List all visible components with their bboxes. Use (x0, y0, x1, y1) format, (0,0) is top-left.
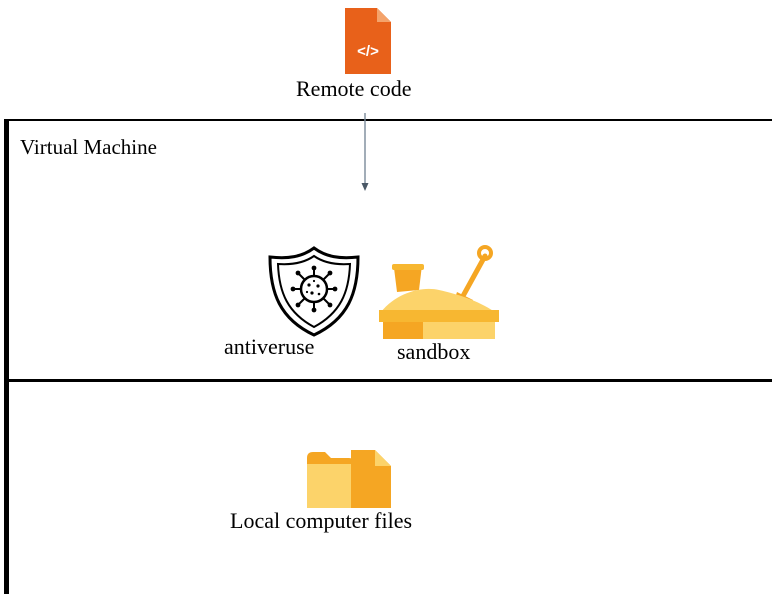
sandbox-label: sandbox (397, 339, 471, 364)
antivirus-label: antiveruse (224, 334, 315, 359)
code-glyph: </> (357, 43, 379, 60)
virtual-machine-box (4, 119, 772, 382)
connector-arrow (355, 113, 375, 193)
virus-shield-icon (264, 245, 364, 337)
remote-code-label: Remote code (296, 76, 412, 101)
folder-file-icon (305, 448, 391, 508)
sandbox-icon (377, 244, 501, 339)
local-files-area (4, 382, 772, 594)
virtual-machine-label: Virtual Machine (20, 135, 157, 159)
code-file-icon: </> (345, 8, 391, 74)
local-files-label: Local computer files (230, 508, 413, 533)
